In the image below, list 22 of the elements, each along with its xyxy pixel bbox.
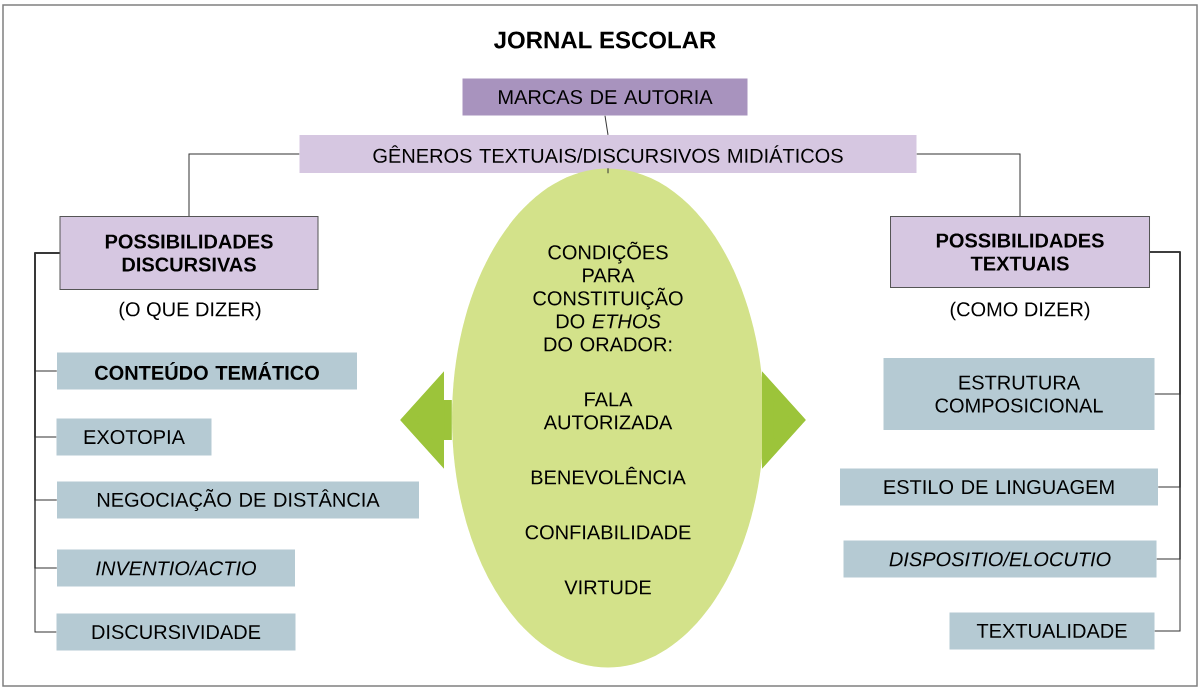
item-box: DISCURSIVIDADE	[56, 613, 296, 651]
node-label: (COMO DIZER)	[950, 301, 1090, 321]
connector-line	[1149, 251, 1181, 632]
category-box: POSSIBILIDADES TEXTUAIS	[890, 216, 1150, 288]
connector-line	[607, 167, 609, 174]
item-box: CONTEÚDO TEMÁTICO	[57, 352, 357, 390]
connector-line	[188, 153, 300, 217]
connector-line	[604, 115, 609, 136]
category-box: POSSIBILIDADES DISCURSIVAS	[59, 216, 319, 290]
connector-line	[34, 252, 60, 633]
item-box: ESTRUTURA COMPOSICIONAL	[883, 358, 1155, 430]
item-box: DISPOSITIO/ELOCUTIO	[843, 540, 1157, 578]
connector-line	[916, 153, 1021, 217]
node-label: (O QUE DIZER)	[119, 301, 261, 321]
genre-box: GÊNEROS TEXTUAIS/DISCURSIVOS MIDIÁTICOS	[299, 135, 917, 173]
title: JORNAL ESCOLAR	[494, 31, 716, 49]
item-box: INVENTIO/ACTIO	[57, 549, 295, 587]
item-box: EXOTOPIA	[56, 418, 212, 456]
item-box: ESTILO DE LINGUAGEM	[840, 468, 1158, 506]
heading-box: MARCAS DE AUTORIA	[462, 78, 748, 116]
item-box: NEGOCIAÇÃO DE DISTÂNCIA	[57, 481, 419, 519]
item-box: TEXTUALIDADE	[949, 612, 1155, 650]
